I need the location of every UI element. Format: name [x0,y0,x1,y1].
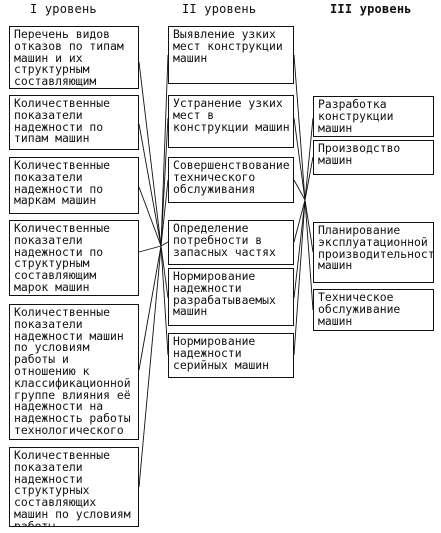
connector-l2-in-5 [160,245,169,299]
connector-l3-in-1 [304,117,314,201]
connector-l1-3 [138,186,162,247]
level3-box-2: Производство машин [313,140,434,175]
connector-l2-in-6 [160,245,169,356]
connector-l2-6 [293,199,306,356]
level1-box-3: Количественные показатели надежности по … [9,157,139,214]
connector-l2-5 [293,199,306,299]
level3-box-3: Планирование эксплуатационной производит… [313,222,434,283]
connector-l2-1 [293,54,306,201]
connector-l3-in-2 [304,156,314,201]
level1-box-6: Количественные показатели надежности стр… [9,447,139,527]
connector-l2-in-3 [160,179,169,247]
connector-l2-3 [293,179,306,201]
connector-l2-2 [293,117,306,201]
level1-box-1: Перечень видов отказов по типам машин и … [9,26,139,89]
connector-l1-2 [138,123,162,247]
level2-box-1: Выявление узких мест конструкции машин [168,26,294,84]
level1-box-4: Количественные показатели надежности по … [9,220,139,296]
connector-l1-6 [138,245,162,488]
level1-box-2: Количественные показатели надежности по … [9,95,139,150]
connector-l2-in-2 [160,117,169,247]
header-level3: III уровень [330,2,412,16]
level2-box-4: Определение потребности в запасных частя… [168,220,294,265]
level2-box-2: Устранение узких мест в конструкции маши… [168,95,294,148]
connector-l1-1 [138,61,162,247]
connector-l1-5 [138,245,162,371]
level3-box-1: Разработка конструкции машин [313,96,434,137]
level3-box-4: Техническое обслуживание машин [313,289,434,331]
header-level1: I уровень [30,2,97,16]
header-level2: II уровень [182,2,257,16]
level2-box-6: Нормирование надежности серийных машин [168,333,294,378]
connector-l3-in-4 [304,199,314,311]
level2-box-5: Нормирование надежности разрабатываемых … [168,268,294,326]
connector-l1-4 [138,245,162,253]
connector-l3-in-3 [304,199,314,253]
level1-box-5: Количественные показатели надежности маш… [9,304,139,440]
connector-l2-in-4 [160,241,169,247]
connector-l2-in-1 [160,54,169,247]
level2-box-3: Совершенствование технического обслужива… [168,157,294,203]
connector-l2-4 [293,199,306,243]
